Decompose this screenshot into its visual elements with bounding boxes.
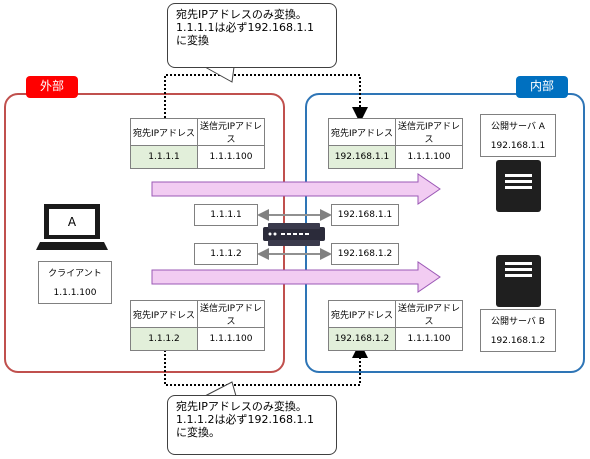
src-ip-header: 送信元IPアドレス [395,300,463,328]
top-callout-tail [203,66,235,83]
top-callout-line: 宛先IPアドレスのみ変換。 [176,8,307,21]
src-ip-value: 1.1.1.100 [197,327,265,351]
dst-ip-value: 192.168.1.2 [328,327,396,351]
bottom-callout-line: に変換。 [176,426,220,439]
nat-external-address-2: 1.1.1.2 [194,243,258,265]
src-ip-header: 送信元IPアドレス [395,118,463,146]
flow-arrow-bottom [151,261,441,293]
bottom-callout-line: 1.1.1.2は必ず192.168.1.1 [176,413,314,426]
src-ip-value: 1.1.1.100 [395,327,463,351]
server-a-ip: 192.168.1.1 [480,135,556,157]
bottom-callout-tail [204,381,237,397]
client-ip: 1.1.1.100 [38,282,112,304]
external-zone-label: 外部 [26,76,78,98]
bottom-callout-connector [164,342,368,386]
internal-zone-label: 内部 [516,76,568,98]
src-ip-header: 送信元IPアドレス [197,118,265,146]
server-b-ip: 192.168.1.2 [480,330,556,352]
bottom-callout: 宛先IPアドレスのみ変換。 1.1.1.2は必ず192.168.1.1 に変換。 [167,395,337,455]
client-computer-icon [36,204,108,250]
src-ip-value: 1.1.1.100 [197,145,265,169]
dst-ip-header: 宛先IPアドレス [130,300,198,328]
client-name: クライアント [38,261,112,283]
src-ip-value: 1.1.1.100 [395,145,463,169]
server-b-name: 公開サーバ B [480,309,556,331]
nat-external-address-1: 1.1.1.1 [194,204,258,226]
dst-ip-value: 1.1.1.1 [130,145,198,169]
top-callout-line: 1.1.1.1は必ず192.168.1.1 [176,21,314,34]
nat-internal-address-1: 192.168.1.1 [331,204,399,226]
dst-ip-header: 宛先IPアドレス [328,300,396,328]
bottom-callout-line: 宛先IPアドレスのみ変換。 [176,400,307,413]
server-a-name: 公開サーバ A [480,114,556,136]
top-callout-connector [164,74,368,123]
router-icon [263,223,325,246]
server-a-icon [496,160,541,212]
src-ip-header: 送信元IPアドレス [197,300,265,328]
client-screen-letter: A [67,215,77,229]
dst-ip-header: 宛先IPアドレス [130,118,198,146]
server-b-icon [496,255,541,307]
dst-ip-value: 1.1.1.2 [130,327,198,351]
top-callout: 宛先IPアドレスのみ変換。 1.1.1.1は必ず192.168.1.1 に変換 [167,3,337,68]
nat-internal-address-2: 192.168.1.2 [331,243,399,265]
dst-ip-header: 宛先IPアドレス [328,118,396,146]
dst-ip-value: 192.168.1.1 [328,145,396,169]
flow-arrow-top [151,173,441,205]
top-callout-line: に変換 [176,34,209,47]
